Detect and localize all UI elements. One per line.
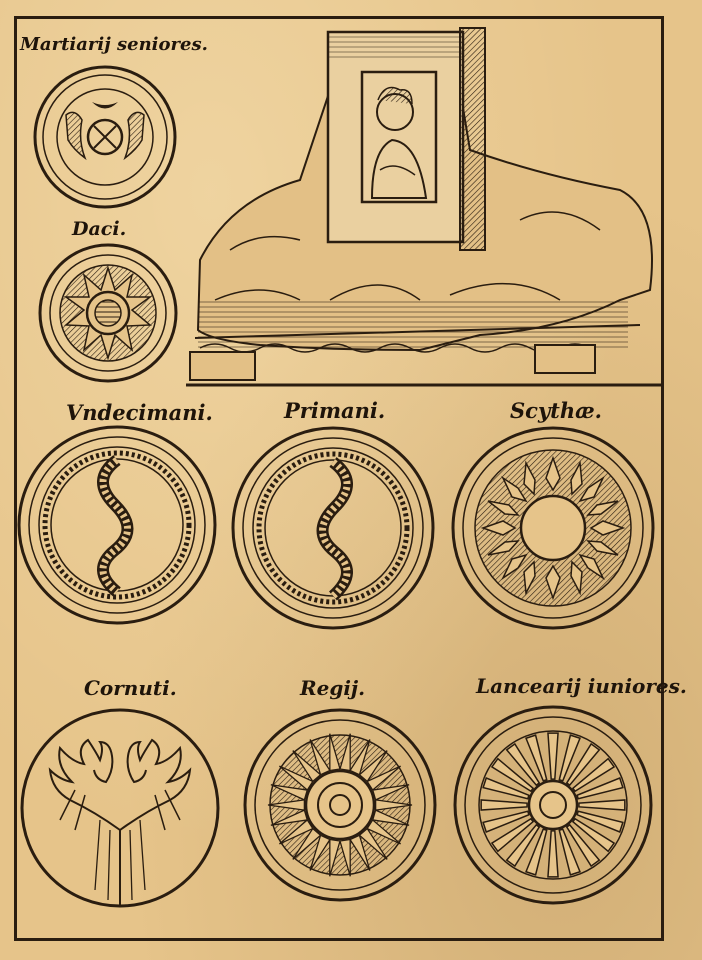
wheel-spoke	[571, 757, 616, 793]
portrait-easel-icon	[189, 27, 653, 381]
sun-ray	[267, 799, 306, 811]
sun-ray	[366, 818, 401, 845]
wheel-spoke	[525, 828, 548, 876]
label-cornuti: Cornuti.	[84, 676, 177, 700]
serpent-rope-shield-icon	[17, 425, 217, 625]
spoked-wheel-shield-icon	[453, 705, 653, 905]
sun-ray	[329, 733, 341, 772]
sun-ray	[270, 784, 309, 801]
sun-ray	[309, 834, 331, 871]
wheel-spoke	[505, 742, 541, 787]
serpent-rope-shield-icon	[231, 426, 435, 630]
label-primani: Primani.	[284, 398, 386, 423]
wheel-spoke	[525, 734, 548, 782]
sun-ray	[279, 818, 314, 845]
page-border	[14, 16, 664, 941]
sun-ray	[292, 827, 322, 860]
sun-ray	[329, 838, 341, 877]
wheel-spoke	[558, 734, 581, 782]
wheel-spoke	[547, 732, 559, 780]
sun-ray	[292, 750, 322, 783]
label-undecimani: Vndecimani.	[66, 400, 213, 425]
moon-beasts-shield-icon	[33, 65, 177, 209]
sun-ray	[339, 733, 351, 772]
wheel-spoke	[482, 777, 530, 800]
sun-ray	[366, 765, 401, 792]
sun-ray	[358, 750, 388, 783]
wheel-spoke	[480, 799, 528, 811]
wheel-spoke	[565, 823, 601, 868]
wheel-spoke	[547, 830, 559, 878]
label-lancearii: Lancearij iuniores.	[476, 674, 687, 698]
sun-ray	[309, 739, 331, 776]
wheel-spoke	[490, 757, 535, 793]
wheel-spoke	[558, 828, 581, 876]
label-regii: Regij.	[300, 676, 366, 700]
sun-ray	[371, 784, 410, 801]
lozenge-star-shield-icon	[451, 426, 655, 630]
label-daci: Daci.	[72, 218, 127, 240]
wheel-spoke	[505, 823, 541, 868]
sun-ray	[374, 799, 413, 811]
label-scythae: Scythæ.	[510, 398, 602, 423]
wheel-spoke	[576, 810, 624, 833]
wheel-spoke	[565, 742, 601, 787]
twin-eagle-shield-icon	[20, 708, 220, 908]
sun-shield-icon	[38, 243, 178, 383]
wheel-spoke	[490, 817, 535, 853]
wheel-spoke	[578, 799, 626, 811]
sun-ray	[270, 809, 309, 826]
label-martiarii: Martiarij seniores.	[20, 34, 208, 55]
sun-ray	[339, 838, 351, 877]
sun-ray	[358, 827, 388, 860]
sun-ray	[279, 765, 314, 792]
sun-ray	[349, 834, 371, 871]
wheel-spoke	[571, 817, 616, 853]
sun-ray	[371, 809, 410, 826]
wheel-spoke	[482, 810, 530, 833]
sun-ray	[349, 739, 371, 776]
wheel-spoke	[576, 777, 624, 800]
sunburst-shield-icon	[243, 708, 437, 902]
